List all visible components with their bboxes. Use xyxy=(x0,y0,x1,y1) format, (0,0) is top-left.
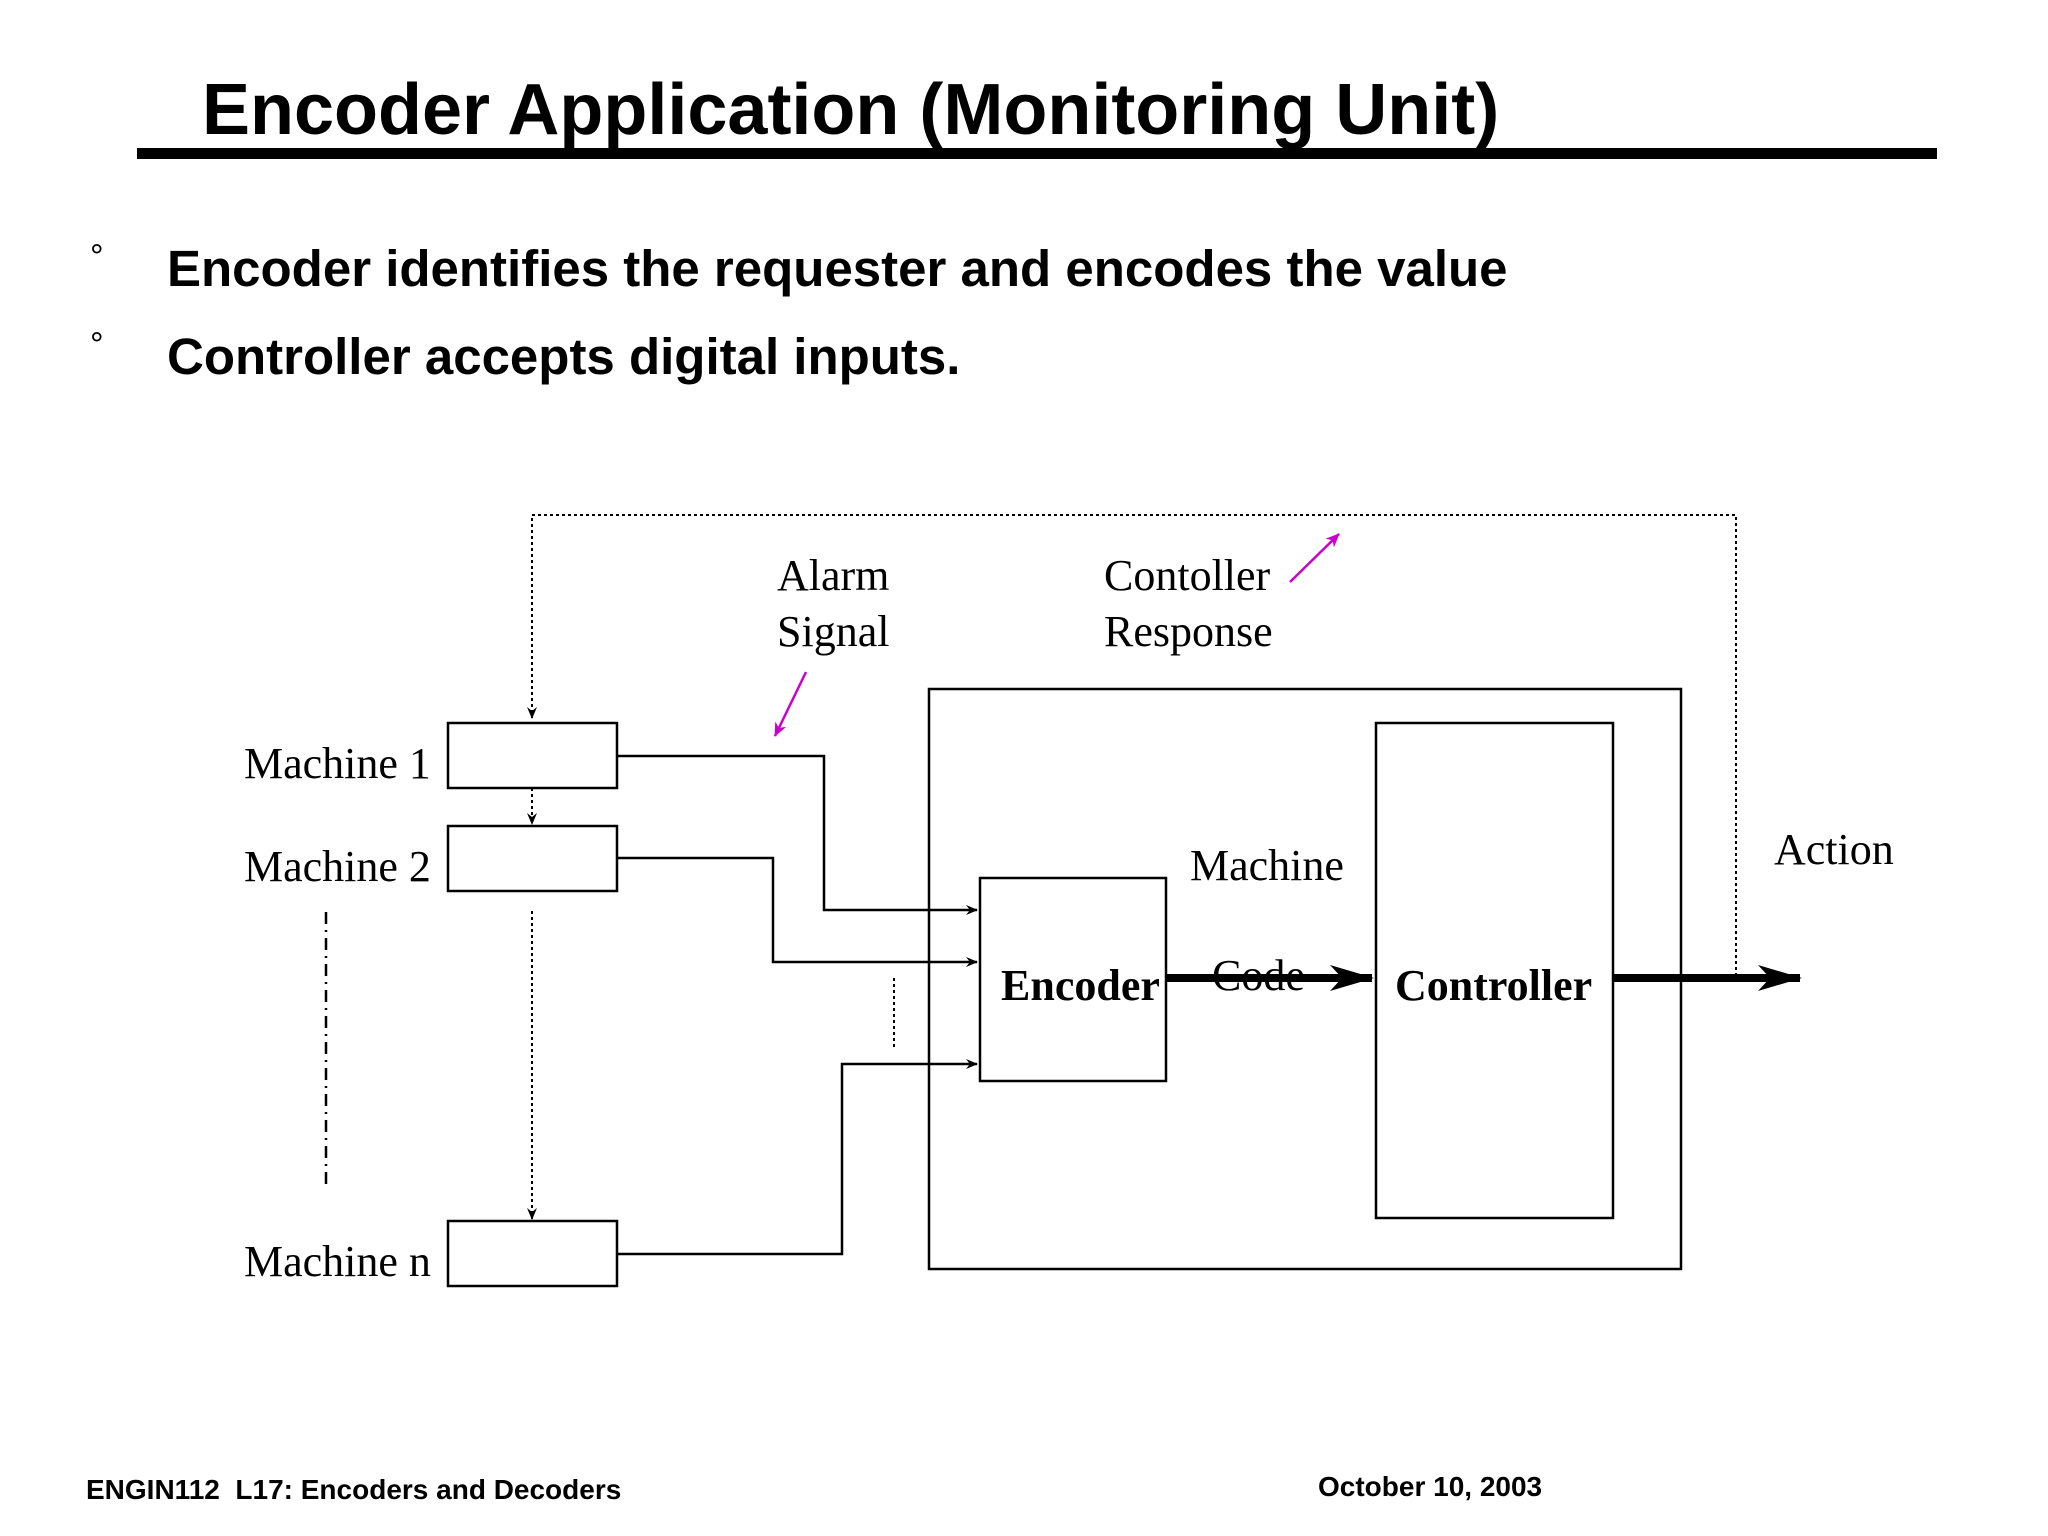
machine-n-wire xyxy=(617,1059,978,1256)
controller-response-label: Contoller Response xyxy=(1104,551,1281,656)
alarm-signal-label: Alarm Signal xyxy=(777,551,900,656)
bullet-text: Controller accepts digital inputs. xyxy=(167,328,961,385)
footer-date: October 10, 2003 xyxy=(1318,1471,1543,1502)
machine-2-label: Machine 2 xyxy=(244,842,431,891)
alarm-pointer-arrow xyxy=(773,671,808,737)
encoder-label: Encoder xyxy=(1001,961,1160,1010)
machine-1-wire xyxy=(617,754,978,915)
title-rule xyxy=(137,148,1937,159)
controller-box xyxy=(1374,721,1615,1220)
machine-1-label: Machine 1 xyxy=(244,739,431,788)
bullet-marker: ° xyxy=(90,326,104,364)
feedback-loop-line xyxy=(527,514,1737,976)
bullet-text: Encoder identifies the requester and enc… xyxy=(167,240,1508,297)
machine-n-label: Machine n xyxy=(244,1237,431,1286)
machine-1-box xyxy=(446,721,619,790)
bullet-marker: ° xyxy=(90,238,104,276)
response-pointer-arrow xyxy=(1289,533,1340,583)
controller-label: Controller xyxy=(1395,961,1592,1010)
slide-title: Encoder Application (Monitoring Unit) xyxy=(202,70,1500,150)
action-label: Action xyxy=(1774,825,1894,874)
machine-code-label-top: Machine xyxy=(1190,841,1344,890)
footer-course: ENGIN112 L17: Encoders and Decoders xyxy=(86,1474,622,1505)
machine-n-box xyxy=(446,1219,619,1288)
machine-2-box xyxy=(446,824,619,893)
machine-2-wire xyxy=(617,856,978,967)
